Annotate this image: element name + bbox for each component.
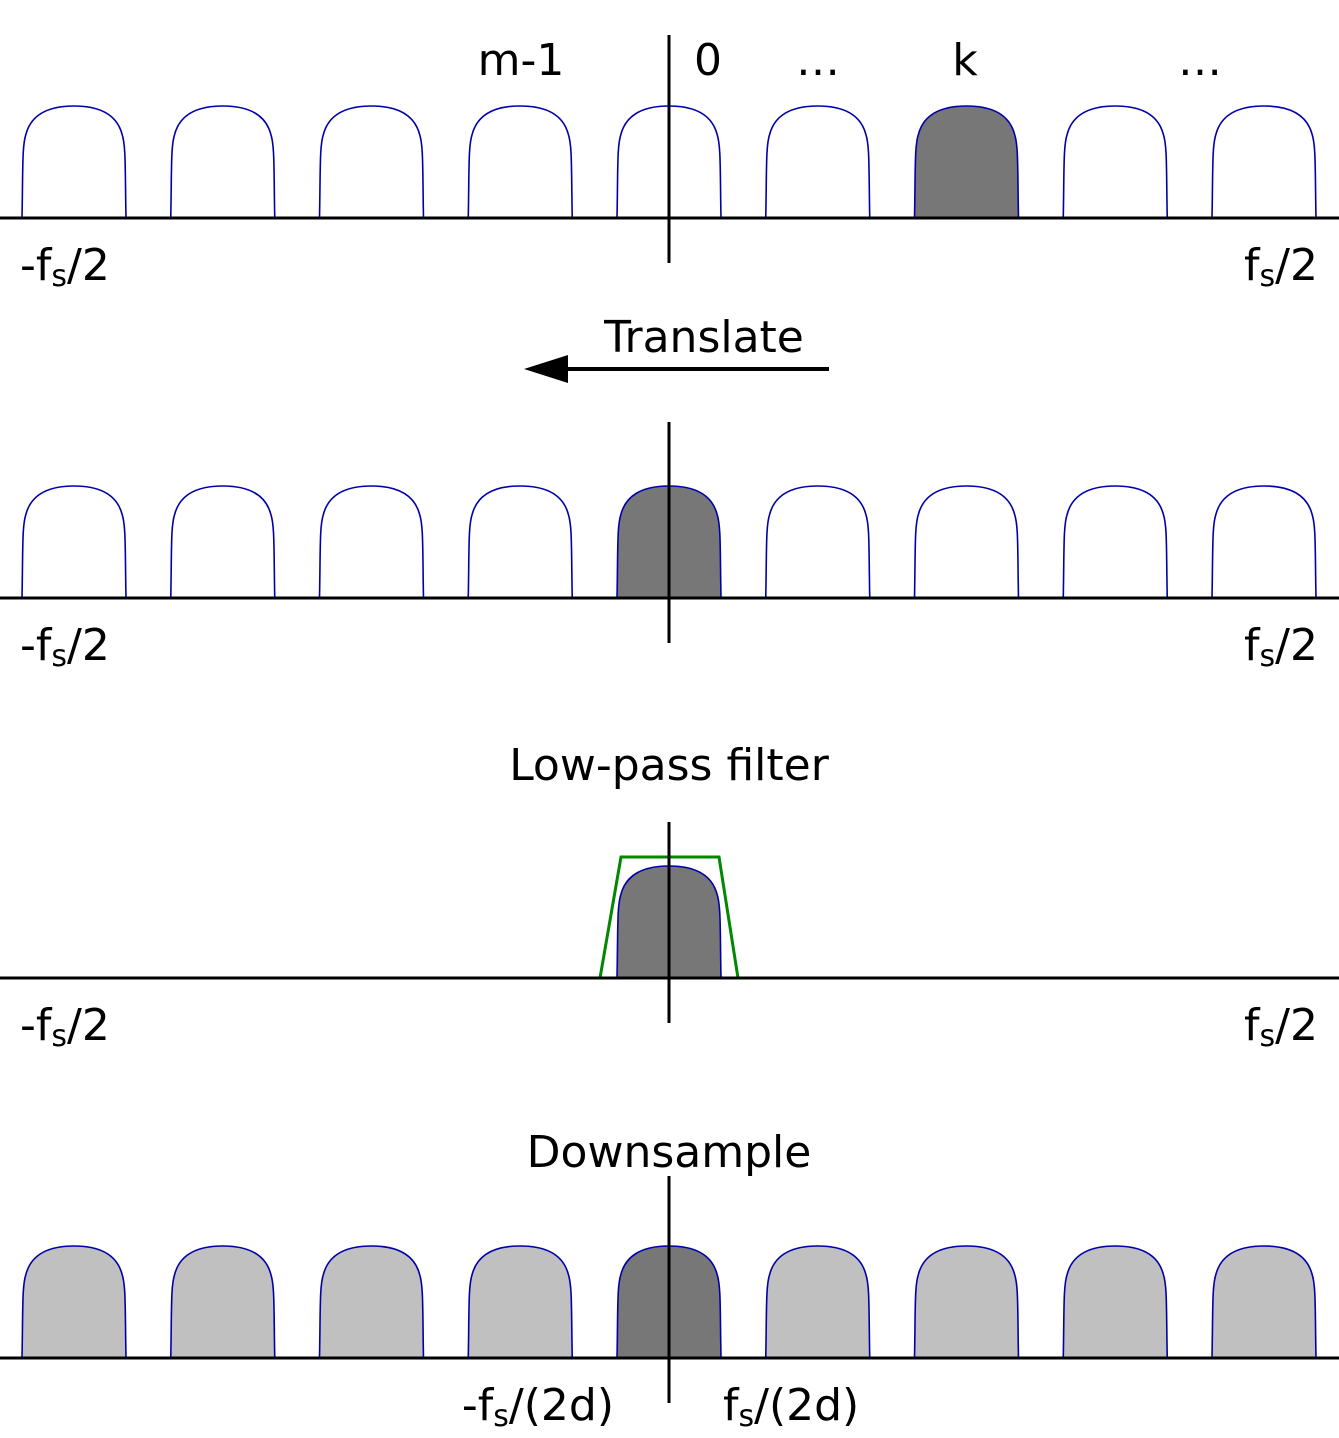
band-label-k: k [952,35,978,86]
subband [764,485,871,599]
subband [318,485,425,599]
subband [1062,485,1169,599]
subband [1211,485,1317,599]
axis-label-max: fs/(2d) [723,1380,859,1434]
band-label-ellipsis: … [1178,35,1222,86]
axis-label-min: -fs/(2d) [462,1380,614,1434]
subband [764,105,871,219]
subband [467,1245,574,1359]
downsampled-panel: Downsample -fs/(2d) fs/(2d) [0,1127,1339,1434]
subband [21,485,127,599]
axis-label-max: fs/2 [1244,620,1318,674]
step-label-low-pass-filter: Low-pass filter [509,740,830,791]
filtered-panel: Low-pass filter -fs/2 fs/2 [0,740,1339,1054]
subband [318,105,425,219]
subband [913,1245,1020,1359]
subband [169,1245,276,1359]
subband [21,1245,127,1359]
axis-label-min: -fs/2 [20,620,110,674]
axis-label-min: -fs/2 [20,1000,110,1054]
left-arrow-icon [524,355,568,383]
band-label-m-minus-1: m-1 [478,35,565,86]
translate-step: Translate [524,312,829,383]
subband [913,485,1020,599]
subband [467,485,574,599]
subband [764,1245,871,1359]
subband [21,105,127,219]
translated-panel: -fs/2 fs/2 [0,422,1339,674]
subband [318,1245,425,1359]
spectrum-panel: m-1 0 … k … -fs/2 fs/2 [0,35,1339,294]
band-label-ellipsis: … [796,35,840,86]
axis-label-max: fs/2 [1244,1000,1318,1054]
subband [1211,105,1317,219]
subband [169,105,276,219]
band-label-zero: 0 [694,35,722,86]
selected-band [913,105,1020,219]
axis-label-min: -fs/2 [20,240,110,294]
axis-label-max: fs/2 [1244,240,1318,294]
subband [1211,1245,1317,1359]
step-label-downsample: Downsample [527,1127,812,1178]
subband [1062,105,1169,219]
band-group-downsampled [21,1245,1317,1359]
subband [169,485,276,599]
subband [1062,1245,1169,1359]
subband [467,105,574,219]
step-label-translate: Translate [603,312,804,363]
